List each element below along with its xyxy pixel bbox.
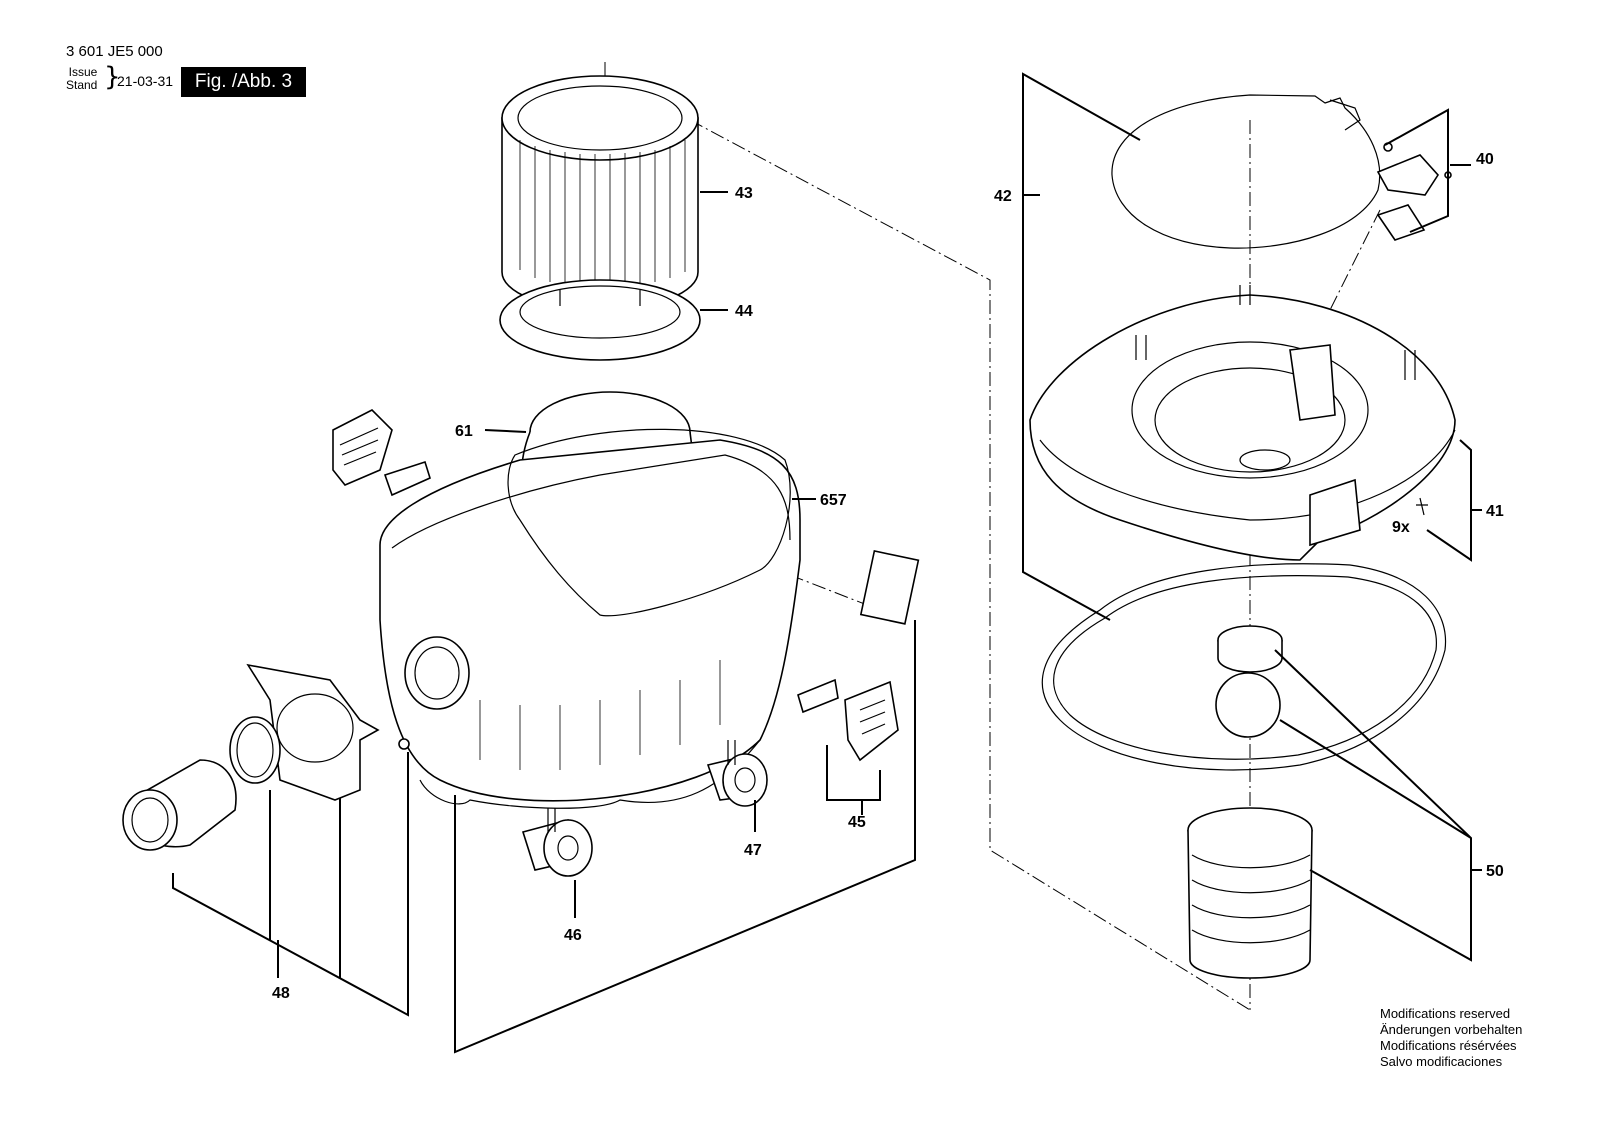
label-61: 61 [455,423,473,440]
top-seal-ring [1111,94,1381,249]
latch-parts-40 [1376,142,1452,241]
note-fr: Modifications résérvées [1380,1038,1517,1053]
label-sticker [859,549,920,625]
float-parts [1187,625,1313,979]
issue-date: 21-03-31 [117,73,174,89]
motor-head-lower-shell [1029,285,1456,561]
caster-47 [706,740,768,807]
issue-stand-label: Issue Stand [66,66,97,92]
note-es: Salvo modificaciones [1380,1054,1503,1069]
issue-label: Issue [68,65,98,79]
part-labels: 43 44 61 657 42 40 41 9x 50 45 47 46 48 [272,151,1504,1002]
label-40: 40 [1476,151,1494,168]
label-45: 45 [848,814,866,831]
figure-badge: Fig. /Abb. 3 [181,67,306,97]
note-en: Modifications reserved [1380,1006,1511,1021]
label-657: 657 [820,492,847,509]
stand-label: Stand [66,78,98,92]
label-46: 46 [564,927,582,944]
label-41: 41 [1486,503,1504,520]
modifications-notice: Modifications reserved Änderungen vorbeh… [1380,1006,1522,1070]
label-48: 48 [272,985,290,1002]
caster-46 [521,808,593,877]
filter-cartridge [501,75,699,311]
latch-clips [332,409,431,497]
container-body [379,439,801,809]
note-de: Änderungen vorbehalten [1380,1022,1523,1037]
label-42: 42 [994,188,1012,205]
label-9x: 9x [1392,519,1410,536]
filter-seat-plate [499,279,701,361]
part-number: 3 601 JE5 000 [66,43,163,60]
label-50: 50 [1486,863,1504,880]
label-44: 44 [735,303,753,320]
label-43: 43 [735,185,753,202]
lid-seal [507,428,791,617]
clip-set [797,678,899,762]
hose-connector-assembly [122,663,410,851]
brace-glyph: } [104,62,121,92]
lower-seal-ring [1041,563,1447,771]
leader-lines [172,72,1482,1054]
label-47: 47 [744,842,762,859]
